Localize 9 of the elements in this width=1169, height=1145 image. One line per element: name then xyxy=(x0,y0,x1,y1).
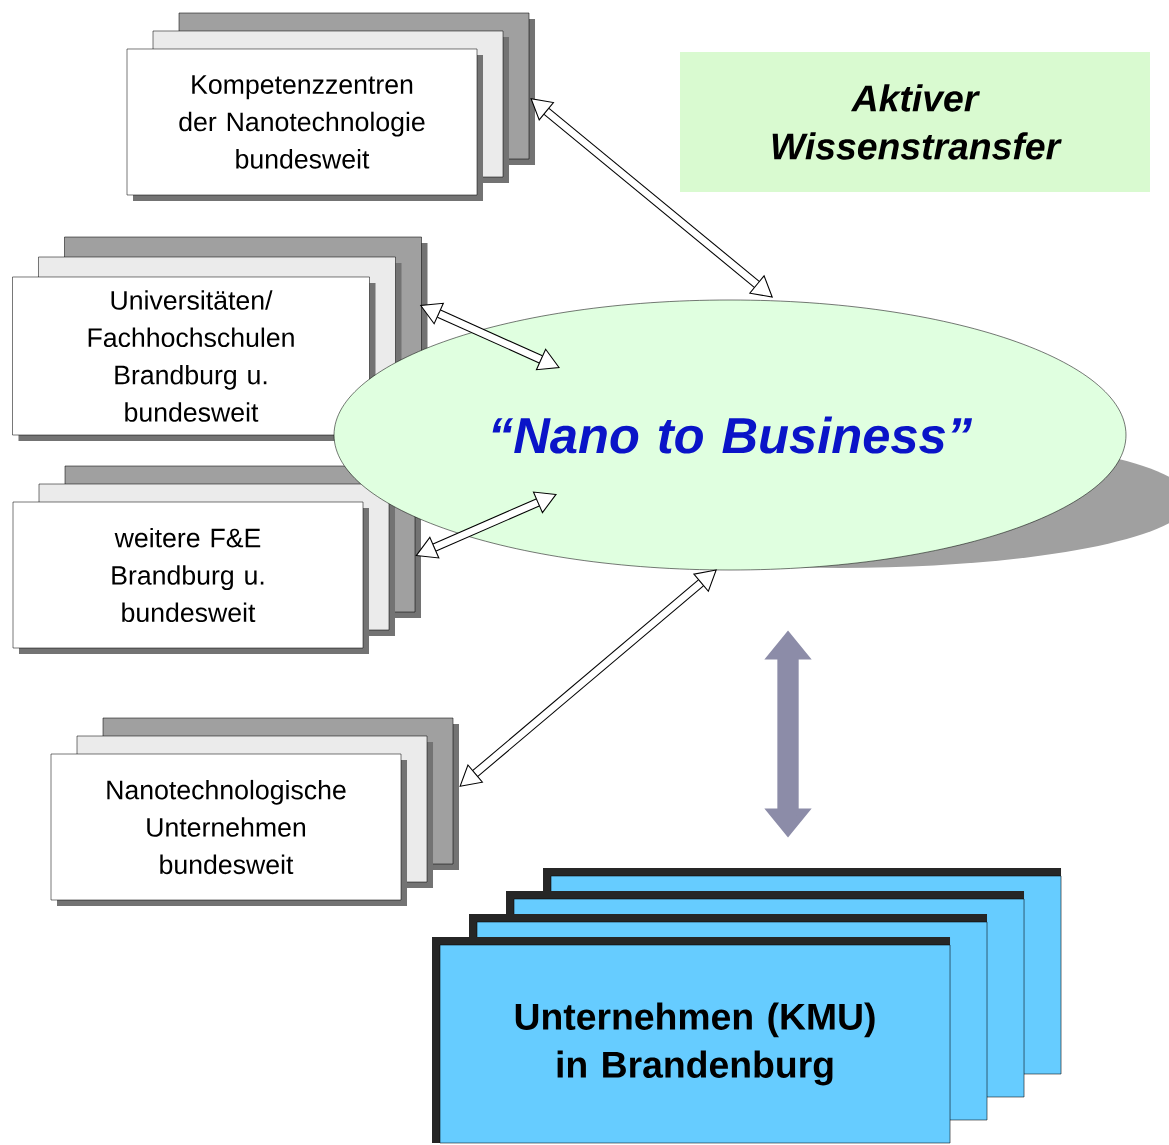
stacked-boxes: Nanotechnologische Unternehmen bundesweit xyxy=(50,717,459,906)
stacked-boxes: Unternehmen (KMU) in Brandenburg xyxy=(432,868,1062,1144)
arrow xyxy=(415,491,557,559)
arrow xyxy=(459,569,717,787)
stacked-boxes: weitere F&E Brandburg u. bundesweit xyxy=(12,465,421,654)
stacked-boxes: Universitäten/ Fachhochschulen Brandburg u. bundesweit xyxy=(12,236,428,441)
arrow xyxy=(530,98,773,298)
highlight-band: Aktiver Wissenstransfer xyxy=(680,52,1150,192)
stacked-boxes: Kompetenzzentren der Nanotechnologie bundesweit xyxy=(126,12,535,201)
